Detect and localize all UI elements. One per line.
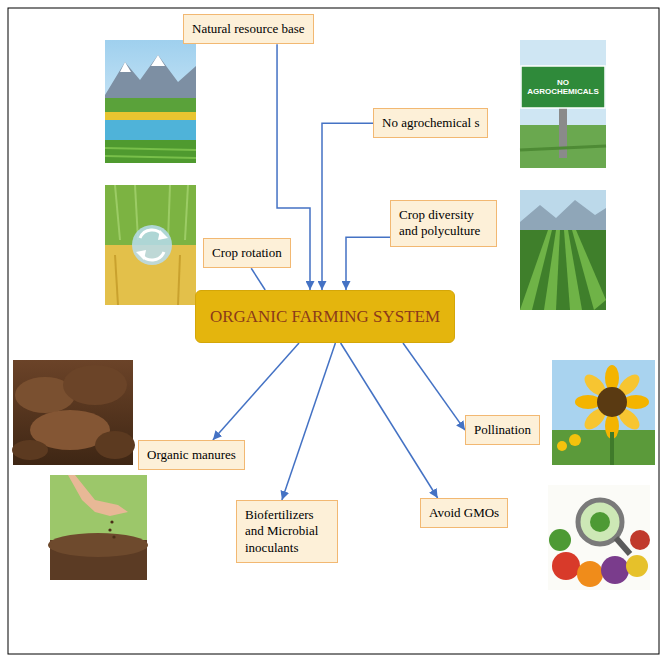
component-box: Organic manures bbox=[138, 440, 245, 470]
box-text: Avoid GMOs bbox=[429, 505, 499, 521]
sign-photo bbox=[520, 40, 606, 168]
landscape-photo bbox=[105, 156, 196, 158]
central-box: ORGANIC FARMING SYSTEM bbox=[195, 290, 455, 343]
vegetables-photo bbox=[601, 556, 629, 584]
biofertilizer-photo bbox=[108, 528, 111, 531]
sign-text: NO AGROCHEMICALS bbox=[522, 67, 604, 107]
manure-photo bbox=[12, 440, 48, 460]
landscape-photo bbox=[105, 40, 196, 163]
biofertilizer-photo bbox=[50, 475, 147, 580]
biofertilizer-photo bbox=[48, 475, 148, 580]
connector-arrow bbox=[322, 123, 373, 290]
sunflower-photo bbox=[552, 360, 655, 465]
vegetables-photo bbox=[577, 561, 603, 587]
sunflower-photo bbox=[569, 434, 581, 446]
connector-arrow bbox=[346, 237, 390, 290]
connector-arrow bbox=[213, 343, 299, 440]
connector-arrow bbox=[282, 343, 336, 500]
component-box: Avoid GMOs bbox=[420, 498, 508, 528]
landscape-photo bbox=[105, 148, 196, 150]
cornfield-photo bbox=[520, 190, 606, 310]
sunflower-photo bbox=[575, 365, 649, 439]
vegetables-photo bbox=[616, 538, 630, 554]
biofertilizer-photo bbox=[110, 520, 113, 523]
landscape-photo bbox=[105, 55, 196, 100]
landscape-photo bbox=[105, 112, 196, 120]
sunflower-photo bbox=[597, 387, 627, 417]
vegetables-photo bbox=[590, 512, 610, 532]
biofertilizer-photo bbox=[68, 475, 128, 516]
landscape-photo bbox=[105, 98, 196, 114]
box-text: Pollination bbox=[474, 422, 531, 438]
manure-photo bbox=[12, 360, 135, 465]
cornfield-photo bbox=[520, 230, 606, 310]
rotation-photo bbox=[178, 255, 180, 305]
component-box: Natural resource base bbox=[183, 14, 314, 44]
rotation-photo bbox=[158, 230, 168, 240]
biofertilizer-photo bbox=[112, 535, 115, 538]
manure-photo bbox=[95, 431, 135, 459]
component-box: Biofertilizers and Microbial inoculants bbox=[236, 500, 338, 563]
landscape-photo bbox=[105, 40, 196, 163]
vegetables-photo bbox=[549, 529, 571, 551]
box-text: Natural resource base bbox=[192, 21, 305, 37]
sunflower-photo bbox=[552, 360, 655, 465]
vegetables-photo bbox=[548, 485, 650, 590]
biofertilizer-photo bbox=[48, 533, 148, 557]
component-box: Pollination bbox=[465, 415, 540, 445]
box-text: No agrochemical s bbox=[382, 115, 479, 131]
landscape-photo bbox=[105, 140, 196, 163]
sign-photo bbox=[559, 108, 567, 158]
sign-photo bbox=[520, 40, 606, 168]
box-text: Biofertilizers and Microbial inoculants bbox=[245, 507, 329, 556]
page-frame bbox=[8, 8, 659, 654]
rotation-photo bbox=[105, 185, 196, 305]
component-box: Crop diversity and polyculture bbox=[390, 200, 497, 247]
box-text: ORGANIC FARMING SYSTEM bbox=[210, 307, 440, 327]
sunflower-photo bbox=[557, 441, 567, 451]
rotation-photo bbox=[115, 255, 118, 305]
vegetables-photo bbox=[578, 500, 622, 544]
rotation-photo bbox=[136, 250, 146, 260]
cornfield-photo bbox=[544, 230, 560, 310]
connector-arrow bbox=[251, 268, 265, 290]
sign-photo bbox=[520, 146, 606, 150]
sunflower-photo bbox=[552, 430, 655, 465]
vegetables-photo bbox=[552, 552, 580, 580]
rotation-photo bbox=[132, 225, 172, 265]
connector-arrow bbox=[403, 343, 465, 430]
box-text: Organic manures bbox=[147, 447, 236, 463]
landscape-photo bbox=[105, 120, 196, 140]
box-text: Crop diversity and polyculture bbox=[399, 207, 488, 240]
sunflower-photo bbox=[610, 432, 614, 465]
rotation-photo bbox=[168, 185, 170, 240]
cornfield-photo bbox=[520, 200, 606, 232]
rotation-photo bbox=[185, 185, 188, 240]
rotation-photo bbox=[115, 185, 120, 240]
landscape-photo bbox=[151, 55, 165, 66]
connector-arrow bbox=[341, 343, 438, 498]
vegetables-photo bbox=[548, 485, 650, 590]
vegetables-photo bbox=[626, 555, 648, 577]
cornfield-photo bbox=[572, 230, 606, 310]
box-text: Crop rotation bbox=[212, 245, 282, 261]
manure-photo bbox=[63, 365, 127, 405]
component-box: Crop rotation bbox=[203, 238, 291, 268]
component-box: No agrochemical s bbox=[373, 108, 488, 138]
vegetables-photo bbox=[630, 530, 650, 550]
sign-photo bbox=[521, 66, 605, 108]
landscape-photo bbox=[120, 62, 131, 72]
